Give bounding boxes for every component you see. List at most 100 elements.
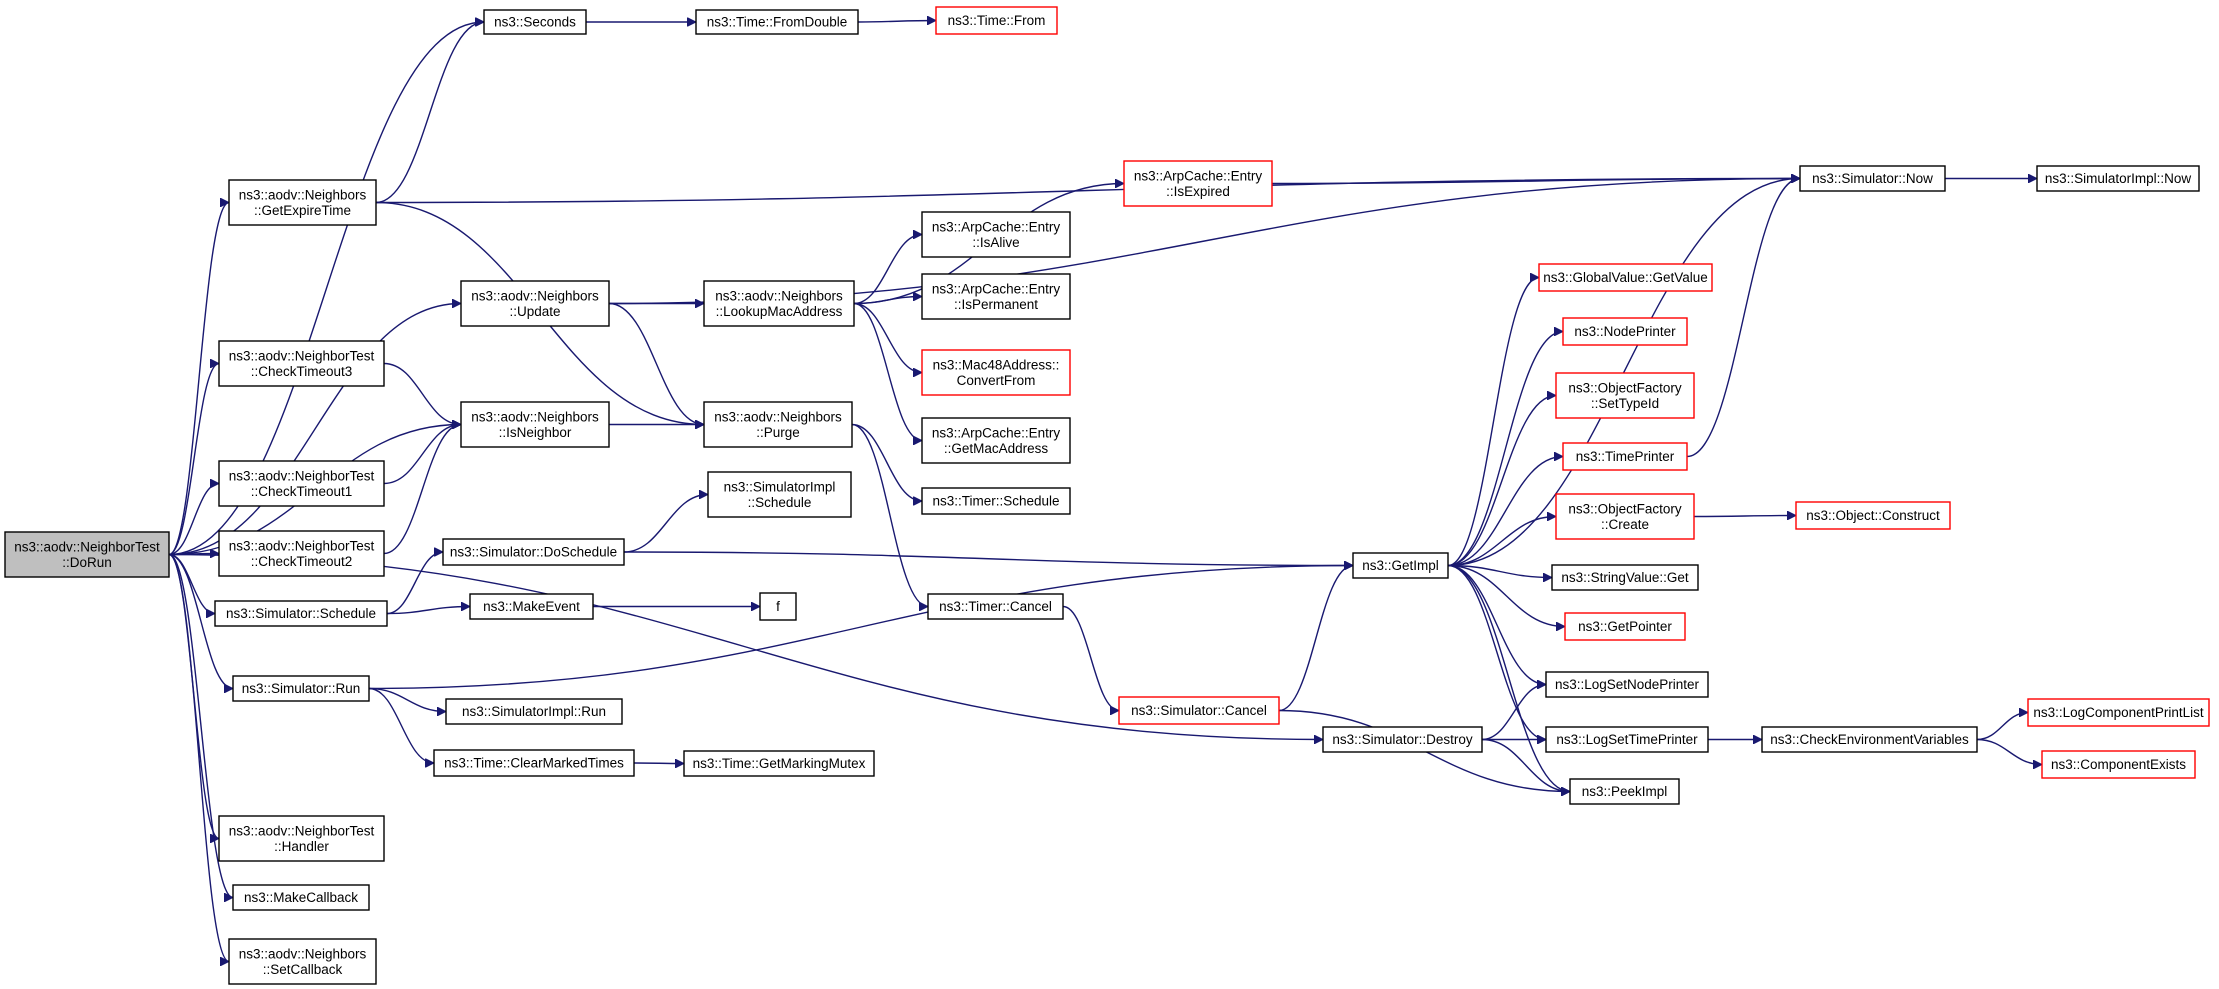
edge-getimpl-to-stringget [1447, 564, 1552, 578]
edge-getimpl-to-ofsettypeid [1447, 396, 1556, 567]
node-timefrom[interactable]: ns3::Time::From [935, 6, 1058, 35]
node-setcallback[interactable]: ns3::aodv::Neighbors::SetCallback [228, 938, 377, 985]
node-lookupmac[interactable]: ns3::aodv::Neighbors::LookupMacAddress [703, 280, 855, 327]
node-box [683, 750, 875, 777]
edge-getimpl-to-peekimpl [1447, 564, 1570, 792]
node-label-line: ns3::aodv::NeighborTest [14, 539, 160, 554]
node-box [1545, 671, 1709, 698]
edge-timercancel-to-simcancel [1062, 605, 1120, 711]
node-box [4, 531, 170, 578]
node-label-line: ::Create [1601, 517, 1649, 532]
node-ofsettypeid[interactable]: ns3::ObjectFactory::SetTypeId [1555, 372, 1695, 419]
edge-dorun-to-setcallback [168, 553, 230, 962]
node-ofcreate[interactable]: ns3::ObjectFactory::Create [1555, 493, 1695, 540]
node-getmac[interactable]: ns3::ArpCache::Entry::GetMacAddress [921, 417, 1071, 464]
edge-getexpire-to-simnow [375, 179, 1800, 204]
edge-getimpl-to-logtimeprinter [1447, 564, 1547, 740]
node-timercancel[interactable]: ns3::Timer::Cancel [927, 593, 1064, 620]
node-clearmarked[interactable]: ns3::Time::ClearMarkedTimes [433, 749, 635, 777]
edge-simdestroy-to-lognodeprinter [1481, 685, 1547, 741]
node-label-line: ConvertFrom [957, 373, 1036, 388]
node-label-line: ns3::aodv::NeighborTest [229, 538, 375, 553]
node-label-line: ns3::Simulator::Destroy [1332, 732, 1473, 747]
node-getexpire[interactable]: ns3::aodv::Neighbors::GetExpireTime [228, 179, 377, 226]
node-simimplsched[interactable]: ns3::SimulatorImpl::Schedule [707, 471, 852, 518]
node-simrun[interactable]: ns3::Simulator::Run [232, 675, 370, 702]
node-logtimeprinter[interactable]: ns3::LogSetTimePrinter [1545, 726, 1709, 753]
node-getimpl[interactable]: ns3::GetImpl [1352, 552, 1449, 579]
node-compexists[interactable]: ns3::ComponentExists [2041, 750, 2196, 779]
node-handler[interactable]: ns3::aodv::NeighborTest::Handler [218, 815, 385, 862]
node-makecallback[interactable]: ns3::MakeCallback [232, 884, 370, 911]
node-box [232, 675, 370, 702]
node-getpointer[interactable]: ns3::GetPointer [1564, 612, 1686, 641]
node-box [218, 530, 385, 577]
node-label-line: ns3::Simulator::Now [1812, 171, 1933, 186]
node-purge[interactable]: ns3::aodv::Neighbors::Purge [703, 401, 853, 448]
node-timeprinter[interactable]: ns3::TimePrinter [1562, 442, 1688, 471]
node-label-line: ns3::Simulator::Cancel [1131, 703, 1267, 718]
node-checkenv[interactable]: ns3::CheckEnvironmentVariables [1761, 726, 1978, 753]
node-seconds[interactable]: ns3::Seconds [483, 9, 587, 35]
node-label-line: ns3::Simulator::DoSchedule [450, 545, 617, 560]
node-box [228, 179, 377, 226]
node-isalive[interactable]: ns3::ArpCache::Entry::IsAlive [921, 211, 1071, 258]
node-simcancel[interactable]: ns3::Simulator::Cancel [1118, 696, 1280, 725]
node-label-line: ::IsAlive [972, 235, 1019, 250]
node-globalget[interactable]: ns3::GlobalValue::GetValue [1538, 263, 1713, 292]
node-doschedule[interactable]: ns3::Simulator::DoSchedule [442, 538, 625, 566]
node-label-line: ::LookupMacAddress [716, 304, 843, 319]
node-box [921, 349, 1071, 396]
node-label-line: ::GetExpireTime [254, 203, 351, 218]
node-label-line: ns3::ComponentExists [2051, 757, 2186, 772]
edge-simdestroy-to-peekimpl [1481, 738, 1570, 792]
node-makeevent[interactable]: ns3::MakeEvent [469, 593, 594, 620]
edge-doschedule-to-getimpl [623, 551, 1353, 566]
node-fromdouble[interactable]: ns3::Time::FromDouble [695, 9, 859, 35]
node-simdestroy[interactable]: ns3::Simulator::Destroy [1322, 726, 1483, 753]
node-dorun[interactable]: ns3::aodv::NeighborTest::DoRun [4, 531, 170, 578]
node-label-line: ns3::LogSetNodePrinter [1555, 677, 1700, 692]
node-box [1538, 263, 1713, 292]
node-simimplrun[interactable]: ns3::SimulatorImpl::Run [445, 698, 623, 725]
edge-getimpl-to-nodeprinter [1447, 332, 1563, 567]
node-simschedule[interactable]: ns3::Simulator::Schedule [214, 600, 388, 627]
node-getmutex[interactable]: ns3::Time::GetMarkingMutex [683, 750, 875, 777]
node-ct3[interactable]: ns3::aodv::NeighborTest::CheckTimeout3 [218, 340, 385, 387]
edge-simrun-to-clearmarked [368, 687, 435, 764]
node-isexpired[interactable]: ns3::ArpCache::Entry::IsExpired [1123, 160, 1273, 207]
node-box [921, 211, 1071, 258]
node-label-line: ns3::MakeCallback [244, 890, 358, 905]
node-timersched[interactable]: ns3::Timer::Schedule [921, 487, 1071, 515]
edge-ct2-to-isneighbor [383, 425, 462, 555]
node-logcomplist[interactable]: ns3::LogComponentPrintList [2027, 698, 2210, 727]
node-peekimpl[interactable]: ns3::PeekImpl [1569, 778, 1680, 805]
node-label-line: ns3::Time::From [948, 13, 1046, 28]
node-ct2[interactable]: ns3::aodv::NeighborTest::CheckTimeout2 [218, 530, 385, 577]
node-label-line: ns3::aodv::Neighbors [471, 409, 599, 424]
node-label-line: ns3::ArpCache::Entry [932, 425, 1061, 440]
node-mac48[interactable]: ns3::Mac48Address::ConvertFrom [921, 349, 1071, 396]
node-lognodeprinter[interactable]: ns3::LogSetNodePrinter [1545, 671, 1709, 698]
node-label-line: f [776, 599, 780, 614]
edge-dorun-to-ct1 [168, 484, 220, 556]
node-simnow[interactable]: ns3::Simulator::Now [1799, 165, 1946, 192]
node-stringget[interactable]: ns3::StringValue::Get [1551, 564, 1699, 591]
node-simimplnow[interactable]: ns3::SimulatorImpl::Now [2036, 165, 2200, 192]
node-nodeprinter[interactable]: ns3::NodePrinter [1562, 317, 1688, 346]
node-ispermanent[interactable]: ns3::ArpCache::Entry::IsPermanent [921, 273, 1071, 320]
node-label-line: ns3::GetImpl [1362, 558, 1439, 573]
node-label-line: ::GetMacAddress [944, 441, 1049, 456]
edge-ofcreate-to-objconstruct [1693, 516, 1796, 517]
node-label-line: ns3::aodv::NeighborTest [229, 468, 375, 483]
node-objconstruct[interactable]: ns3::Object::Construct [1795, 501, 1951, 530]
node-isneighbor[interactable]: ns3::aodv::Neighbors::IsNeighbor [460, 401, 610, 448]
edge-getimpl-to-timeprinter [1447, 457, 1563, 567]
node-box [214, 600, 388, 627]
node-box [703, 280, 855, 327]
node-label-line: ns3::aodv::Neighbors [714, 409, 842, 424]
node-box [935, 6, 1058, 35]
node-ct1[interactable]: ns3::aodv::NeighborTest::CheckTimeout1 [218, 460, 385, 507]
node-f[interactable]: f [759, 592, 797, 621]
node-update[interactable]: ns3::aodv::Neighbors::Update [460, 280, 610, 327]
